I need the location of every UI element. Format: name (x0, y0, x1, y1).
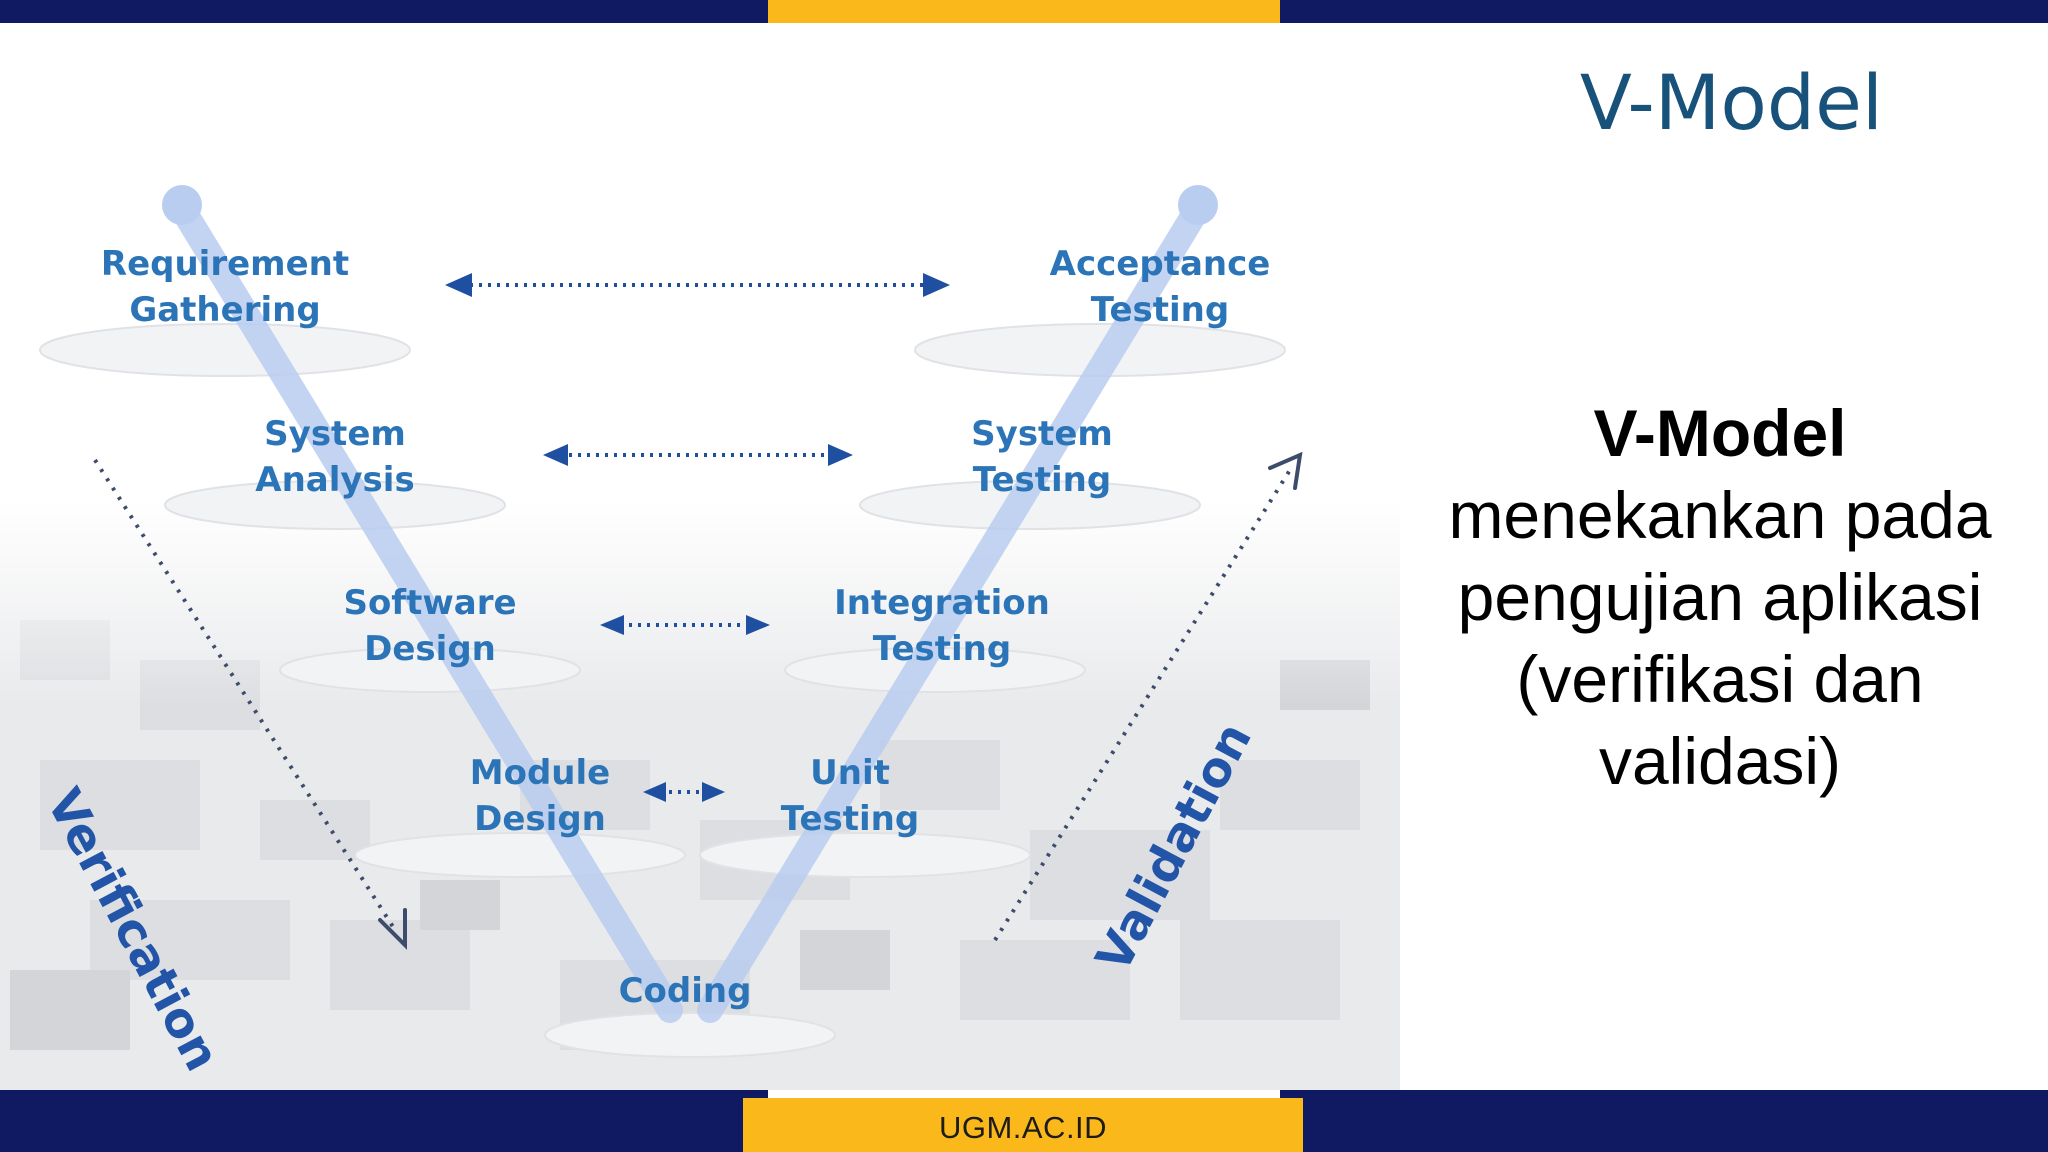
arrowhead-2l (543, 444, 568, 466)
v-right-beam (697, 192, 1213, 1023)
platform-software-design (279, 647, 581, 693)
v-model-diagram (39, 185, 1303, 1058)
stage-unit-testing: Unit Testing (780, 753, 920, 839)
description-body: menekankan pada pengujian aplikasi (veri… (1448, 478, 1992, 798)
arrowhead-4l (643, 782, 666, 802)
top-bar-center (768, 0, 1280, 23)
city-background (0, 500, 1400, 1090)
bottom-bar-right (1280, 1090, 2048, 1152)
arrowhead-4r (702, 782, 725, 802)
verification-arrowhead (378, 908, 407, 950)
v-right-cap (1178, 185, 1218, 225)
v-left-beam (167, 192, 683, 1023)
arrowhead-3r (746, 615, 770, 635)
platform-requirement (39, 323, 411, 377)
top-bar-left (0, 0, 768, 23)
top-bar-right (1280, 0, 2048, 23)
stage-module-design: Module Design (469, 753, 611, 839)
footer-tab: UGM.AC.ID (743, 1098, 1303, 1152)
footer-text: UGM.AC.ID (938, 1110, 1108, 1145)
validation-arrowhead (1268, 451, 1303, 490)
slide-title: V-Model (1579, 58, 1883, 147)
stage-acceptance-testing: Acceptance Testing (1049, 244, 1271, 330)
stage-integration-testing: Integration Testing (834, 583, 1050, 669)
stage-software-design: Software Design (343, 583, 517, 669)
v-left-cap (162, 185, 202, 225)
stage-coding: Coding (618, 971, 752, 1011)
description-bold: V-Model (1593, 396, 1847, 470)
stage-system-analysis: System Analysis (255, 414, 415, 500)
platform-coding (544, 1012, 836, 1058)
verification-arrow-line (93, 458, 397, 932)
validation-arrow-line (993, 468, 1292, 942)
bottom-bar-left (0, 1090, 768, 1152)
arrowhead-1l (445, 273, 472, 297)
arrowhead-2r (828, 444, 853, 466)
arrowhead-1r (923, 273, 950, 297)
slide-description: V-Model menekankan pada pengujian aplika… (1430, 392, 2010, 802)
stage-requirement-gathering: Requirement Gathering (100, 244, 350, 330)
arrowhead-3l (600, 615, 624, 635)
platform-module-design (354, 832, 686, 878)
stage-system-testing: System Testing (971, 414, 1113, 500)
